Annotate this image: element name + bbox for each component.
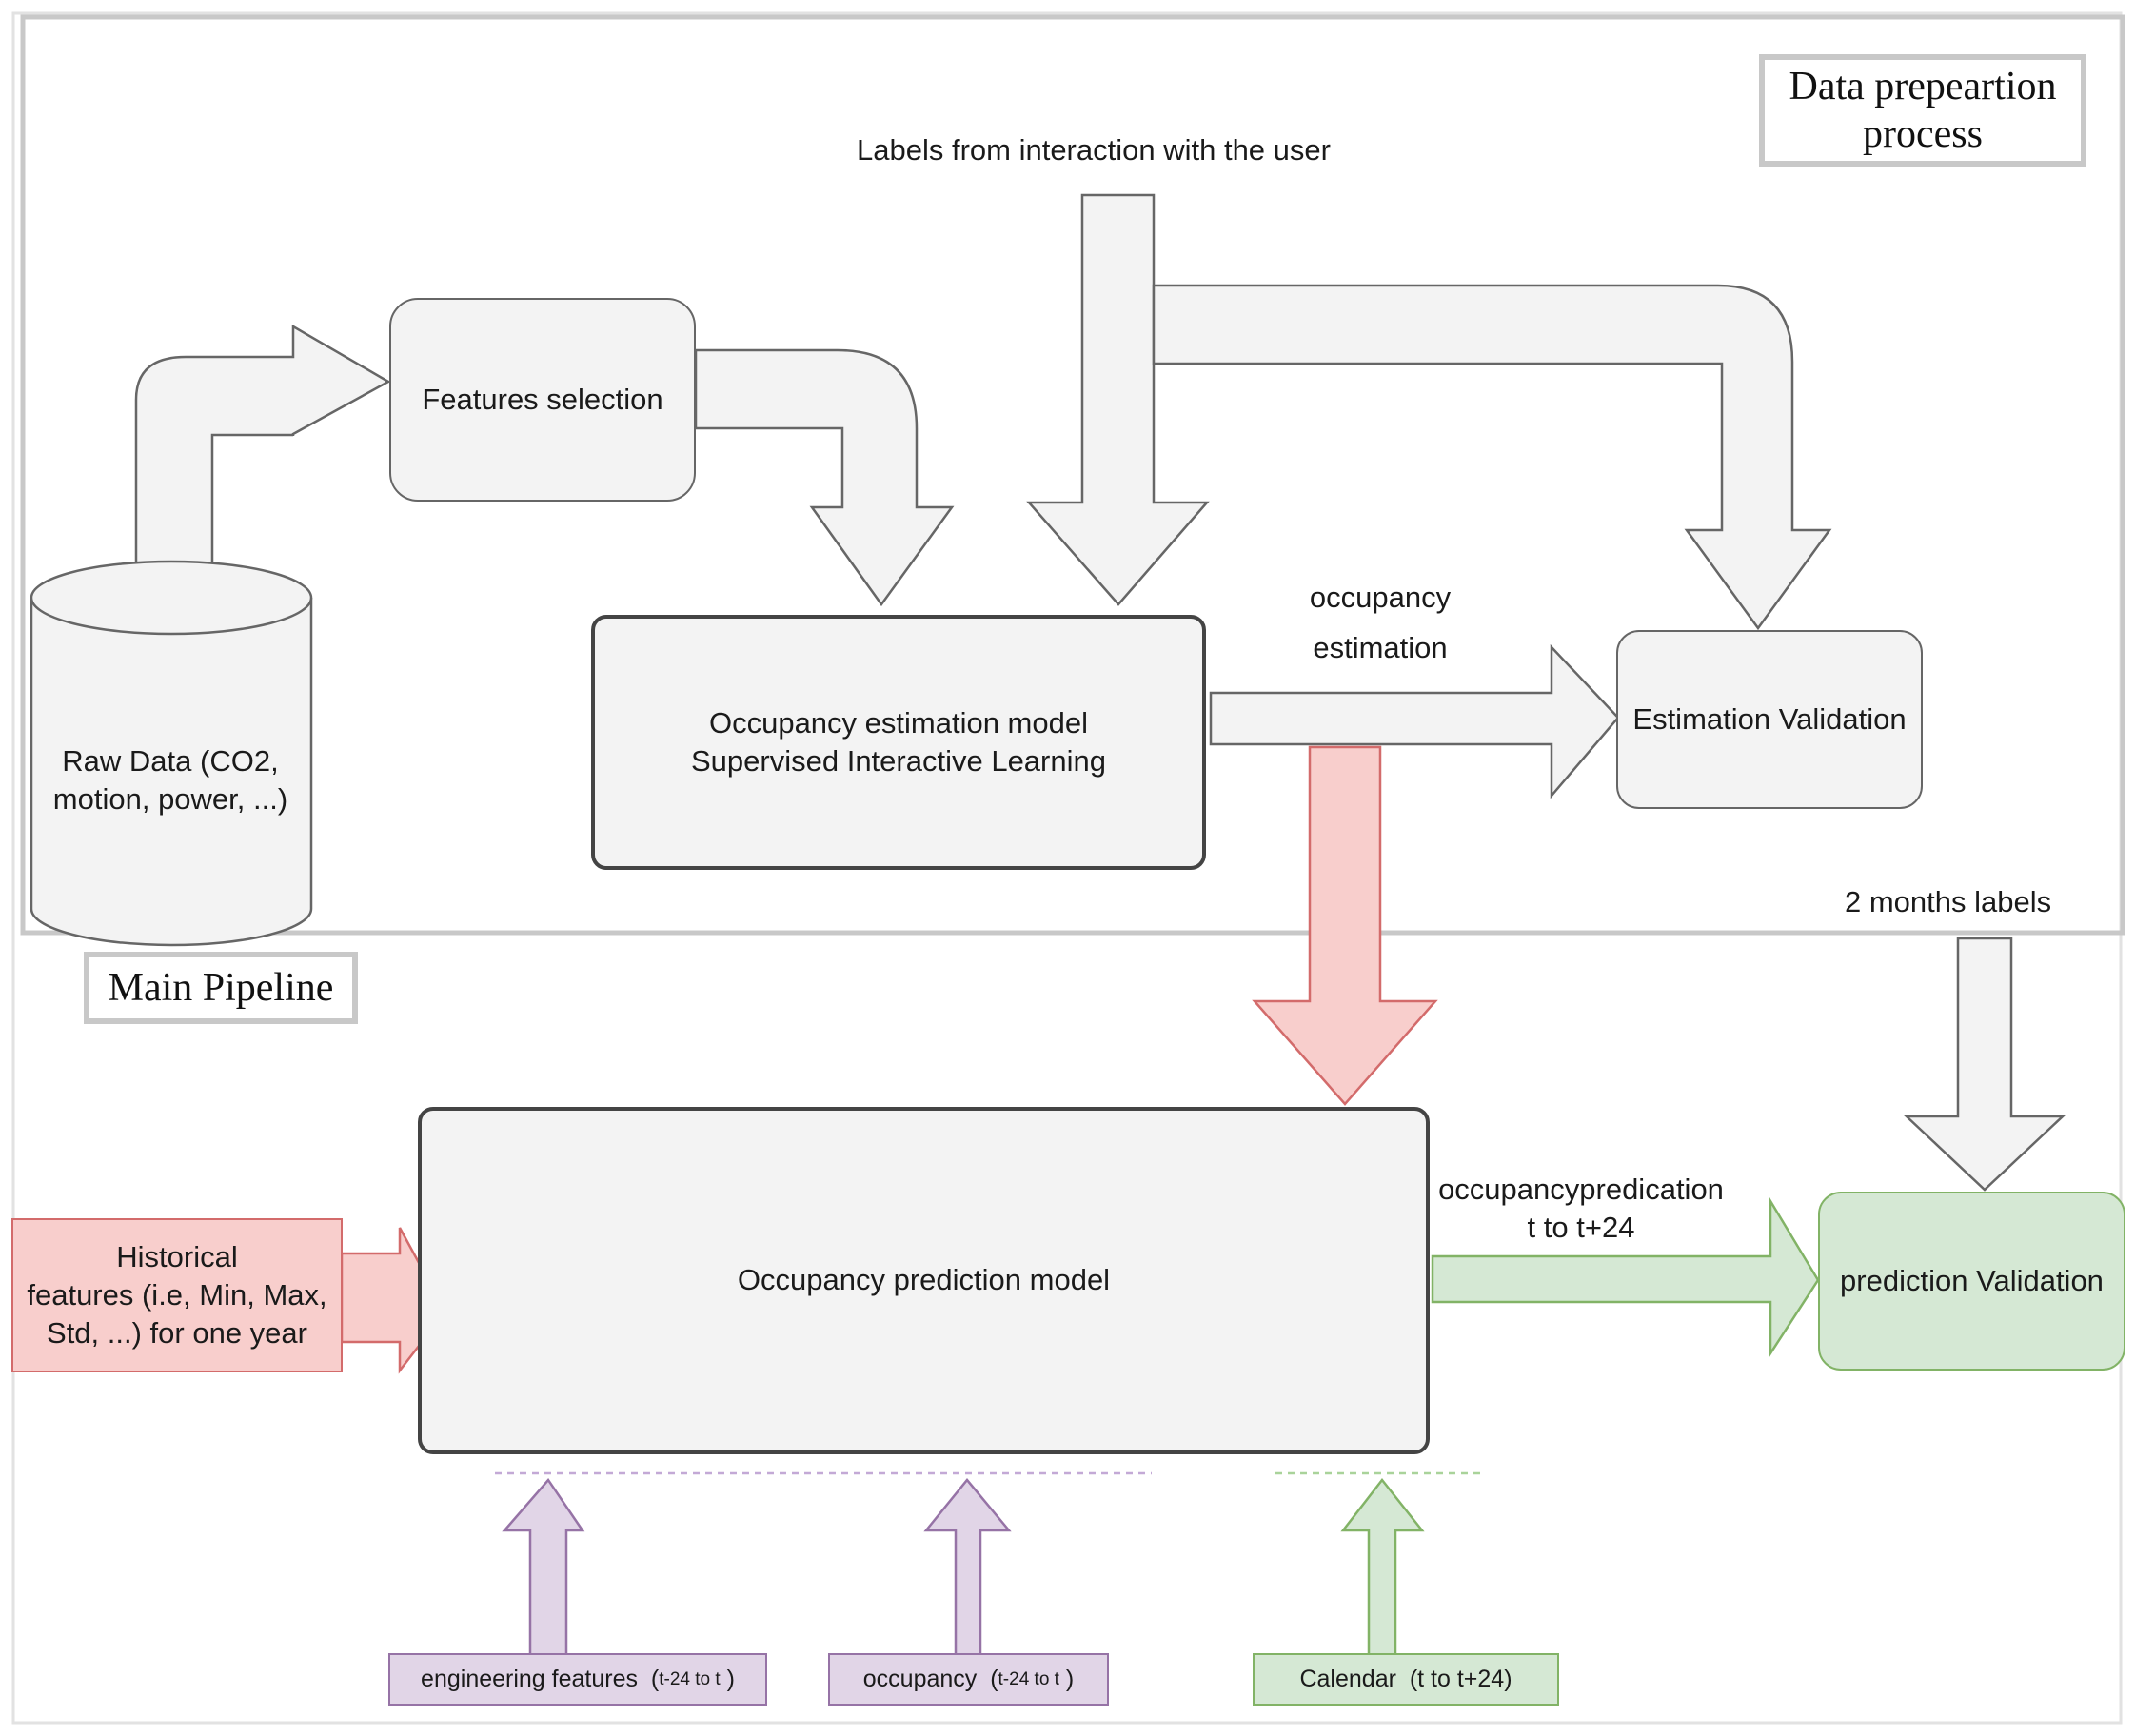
data-preparation-title: Data prepeartion process bbox=[1759, 54, 2086, 167]
main-pipeline-text: Main Pipeline bbox=[108, 965, 334, 1010]
occupancy-input-range: t-24 to t bbox=[998, 1668, 1059, 1689]
prediction-model-text: Occupancy prediction model bbox=[737, 1263, 1111, 1297]
prediction-validation-box: prediction Validation bbox=[1818, 1192, 2125, 1371]
raw-data-line-2: motion, power, ...) bbox=[52, 782, 288, 817]
calendar-range: (t to t+24) bbox=[1409, 1666, 1512, 1692]
raw-data-label: Raw Data (CO2, motion, power, ...) bbox=[46, 742, 295, 819]
arrow-estimation-to-prediction bbox=[1252, 745, 1438, 1106]
calendar-name: Calendar bbox=[1299, 1666, 1396, 1692]
title-line-1: Data prepeartion bbox=[1789, 64, 2057, 108]
features-selection-text: Features selection bbox=[422, 382, 663, 416]
data-preparation-frame bbox=[20, 14, 2125, 936]
occupancy-estimation-line-1: occupancy bbox=[1309, 581, 1452, 614]
arrow-calendar-up bbox=[1340, 1477, 1425, 1658]
arrow-features-to-model bbox=[694, 348, 955, 607]
arrow-labels-to-validation bbox=[1152, 284, 1832, 631]
engineering-name: engineering features bbox=[421, 1666, 638, 1692]
calendar-tag: Calendar (t to t+24) bbox=[1253, 1653, 1559, 1706]
historical-line-1: Historical bbox=[116, 1239, 238, 1273]
arrow-prediction-to-validation bbox=[1431, 1196, 1820, 1358]
historical-features-box: Historical features (i.e, Min, Max, Std,… bbox=[11, 1218, 343, 1372]
title-line-2: process bbox=[1863, 112, 1983, 156]
estimation-validation-box: Estimation Validation bbox=[1616, 630, 1923, 809]
engineering-open: ( bbox=[650, 1666, 660, 1692]
occupancy-prediction-line-1: occupancypredication bbox=[1438, 1173, 1724, 1206]
arrow-labels-to-prediction-validation bbox=[1903, 937, 2066, 1192]
estimation-validation-text: Estimation Validation bbox=[1632, 701, 1907, 736]
occupancy-input-tag: occupancy (t-24 to t ) bbox=[828, 1653, 1109, 1706]
occupancy-input-close: ) bbox=[1065, 1666, 1075, 1692]
arrow-raw-to-features bbox=[134, 324, 391, 581]
arrow-model-to-validation bbox=[1209, 643, 1620, 799]
arrow-occupancy-up bbox=[923, 1478, 1012, 1658]
historical-line-2: features (i.e, Min, Max, bbox=[27, 1277, 327, 1312]
estimation-model-box: Occupancy estimation model Supervised In… bbox=[591, 615, 1206, 870]
raw-data-cylinder bbox=[30, 560, 313, 947]
main-pipeline-label: Main Pipeline bbox=[84, 952, 358, 1024]
occupancy-prediction-line-2: t to t+24 bbox=[1527, 1211, 1635, 1245]
prediction-model-box: Occupancy prediction model bbox=[418, 1107, 1430, 1454]
occupancy-estimation-label: occupancy estimation bbox=[1256, 573, 1504, 673]
estimation-model-line-2: Supervised Interactive Learning bbox=[691, 744, 1106, 778]
occupancy-input-name: occupancy bbox=[862, 1666, 978, 1692]
engineering-close: ) bbox=[726, 1666, 735, 1692]
engineering-features-tag: engineering features (t-24 to t ) bbox=[388, 1653, 767, 1706]
historical-line-3: Std, ...) for one year bbox=[47, 1316, 307, 1351]
raw-data-line-1: Raw Data (CO2, bbox=[62, 744, 279, 778]
labels-from-user-label: Labels from interaction with the user bbox=[857, 133, 1331, 167]
features-selection-box: Features selection bbox=[389, 298, 696, 502]
prediction-validation-text: prediction Validation bbox=[1840, 1263, 2104, 1297]
occupancy-estimation-line-2: estimation bbox=[1313, 630, 1448, 664]
occupancy-input-open: ( bbox=[990, 1666, 998, 1692]
two-months-labels: 2 months labels bbox=[1845, 885, 2052, 918]
estimation-model-line-1: Occupancy estimation model bbox=[708, 705, 1088, 740]
arrow-engineering-up bbox=[502, 1477, 585, 1658]
arrow-labels-to-model bbox=[1026, 193, 1210, 606]
occupancy-prediction-label: occupancypredication t to t+24 bbox=[1430, 1171, 1732, 1248]
engineering-range: t-24 to t bbox=[659, 1668, 721, 1689]
